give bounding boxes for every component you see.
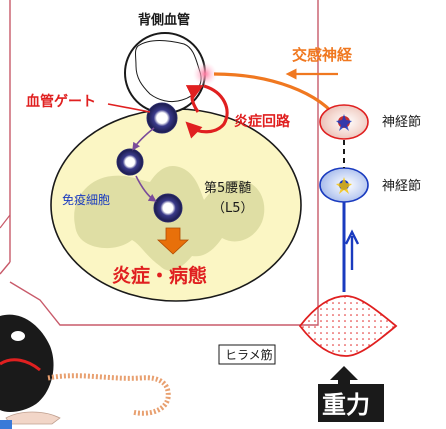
body-outline-left (0, 214, 11, 229)
mouse-tag (0, 420, 12, 429)
pathology-arrow (156, 227, 190, 255)
label-immune-cells: 免疫細胞 (62, 192, 110, 207)
mouse-paw (5, 411, 61, 425)
vascular-gate-pointer (107, 103, 151, 113)
label-sympathetic-nerve: 交感神経 (292, 46, 353, 64)
inflammatory-circuit-loop (185, 84, 229, 139)
label-vascular-gate: 血管ゲート (26, 93, 96, 110)
immune-cell-1 (116, 148, 144, 176)
ganglion-upper-star (336, 114, 352, 131)
inflamed-spot (193, 62, 217, 86)
soleus-muscle (298, 295, 398, 357)
gravity-box (318, 384, 384, 422)
ganglion-lower-star (336, 177, 352, 194)
label-inflammatory-circuit: 炎症回路 (234, 113, 291, 130)
body-outline (0, 0, 319, 326)
mouse-tail (47, 373, 171, 416)
label-gravity: 重力 (322, 391, 370, 419)
dorsal-vessel-lumen (135, 40, 202, 103)
label-ganglion-upper: 神経節 (382, 115, 421, 130)
soleus-label-box (218, 344, 276, 365)
mouse-harness (0, 358, 41, 372)
label-ganglion-lower: 神経節 (382, 179, 421, 194)
mouse-eye (11, 331, 25, 341)
migration-arrow-2 (135, 175, 157, 202)
label-l5-line2: （L5） (212, 201, 254, 216)
migration-arrow-1 (132, 127, 155, 151)
label-soleus: ヒラメ筋 (225, 347, 273, 362)
immune-cell-gate (146, 102, 178, 134)
sensory-arrow (344, 229, 360, 270)
label-l5-line1: 第5腰髄 (204, 181, 251, 196)
immune-cell-2 (153, 193, 183, 223)
label-pathology: 炎症・病態 (112, 264, 207, 287)
inflammatory-circuit-loop-2 (185, 85, 204, 113)
label-dorsal-vessel: 背側血管 (138, 12, 190, 28)
gravity-arrow-head (330, 366, 358, 384)
